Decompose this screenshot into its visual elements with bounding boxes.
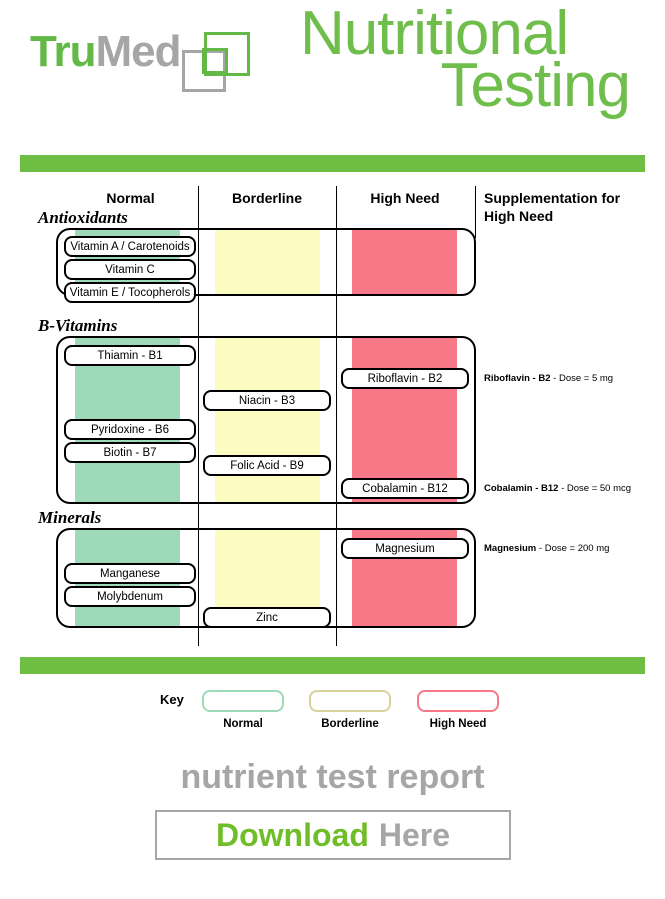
column-divider-3 (475, 186, 476, 238)
nutrient-pill-pyridoxine-b6[interactable]: Pyridoxine - B6 (64, 419, 196, 440)
nutrient-pill-vitamin-a[interactable]: Vitamin A / Carotenoids (64, 236, 196, 257)
logo-text-med: Med (95, 27, 181, 76)
column-divider-1 (198, 186, 199, 646)
supplementation-dose-riboflavin: - Dose = 5 mg (550, 373, 614, 384)
page-title: Nutritional Testing (300, 0, 631, 121)
supplementation-note-riboflavin: Riboflavin - B2 - Dose = 5 mg (484, 373, 613, 384)
nutrient-pill-niacin-b3[interactable]: Niacin - B3 (203, 390, 331, 411)
nutrient-pill-riboflavin-b2[interactable]: Riboflavin - B2 (341, 368, 469, 389)
column-divider-2 (336, 186, 337, 646)
status-band-borderline-antioxidants (215, 228, 320, 296)
supplementation-note-cobalamin: Cobalamin - B12 - Dose = 50 mcg (484, 483, 631, 494)
nutrient-pill-cobalamin-b12[interactable]: Cobalamin - B12 (341, 478, 469, 499)
supplementation-nutrient-magnesium: Magnesium (484, 543, 537, 554)
legend: Key Normal Borderline High Need (0, 690, 665, 750)
nutrient-status-chart: Normal Borderline High Need Supplementat… (0, 178, 665, 648)
nutrient-pill-vitamin-c[interactable]: Vitamin C (64, 259, 196, 280)
nutrient-pill-folic-acid-b9[interactable]: Folic Acid - B9 (203, 455, 331, 476)
logo-square-green-icon (204, 32, 251, 76)
nutrient-pill-magnesium[interactable]: Magnesium (341, 538, 469, 559)
nutrient-pill-vitamin-e[interactable]: Vitamin E / Tocopherols (64, 282, 196, 303)
nutrient-pill-biotin-b7[interactable]: Biotin - B7 (64, 442, 196, 463)
status-band-high-need-bvitamins (352, 336, 457, 504)
footer-title: nutrient test report (180, 758, 485, 796)
legend-swatch-normal (202, 690, 284, 712)
column-header-normal: Normal (106, 190, 155, 206)
supplementation-note-magnesium: Magnesium - Dose = 200 mg (484, 543, 609, 554)
column-header-borderline: Borderline (231, 190, 302, 206)
page-header: TruMed Nutritional Testing (0, 0, 665, 150)
logo-wordmark: TruMed (30, 27, 181, 76)
section-container-antioxidants (56, 228, 476, 296)
page-footer: nutrient test report Download Here (0, 758, 665, 878)
page-title-line-2: Testing (440, 51, 631, 121)
legend-caption-normal: Normal (223, 718, 263, 730)
legend-swatch-high-need (417, 690, 499, 712)
nutrient-pill-manganese[interactable]: Manganese (64, 563, 196, 584)
legend-caption-high-need: High Need (429, 718, 487, 730)
page-title-line-1: Nutritional (300, 0, 569, 68)
logo-square-inner-icon (202, 48, 229, 74)
column-header-high-need: High Need (370, 190, 440, 206)
supplementation-nutrient-riboflavin: Riboflavin - B2 (484, 373, 551, 384)
download-button-target-label: Here (378, 816, 451, 853)
logo-squares-icon (182, 32, 254, 94)
nutrient-pill-zinc[interactable]: Zinc (203, 607, 331, 628)
supplementation-dose-cobalamin: - Dose = 50 mcg (558, 483, 632, 494)
supplementation-dose-magnesium: - Dose = 200 mg (536, 543, 610, 554)
status-band-high-need-antioxidants (352, 228, 457, 296)
section-label-minerals: Minerals (38, 508, 102, 527)
section-label-antioxidants: Antioxidants (38, 208, 128, 227)
legend-caption-borderline: Borderline (321, 718, 379, 730)
trumed-logo: TruMed (30, 28, 254, 94)
section-label-bvitamins: B-Vitamins (38, 316, 118, 335)
nutrient-pill-thiamin-b1[interactable]: Thiamin - B1 (64, 345, 196, 366)
divider-rule-bottom (20, 657, 645, 674)
section-container-bvitamins (56, 336, 476, 504)
nutrient-pill-molybdenum[interactable]: Molybdenum (64, 586, 196, 607)
supplementation-nutrient-cobalamin: Cobalamin - B12 (484, 483, 559, 494)
download-report-button[interactable]: Download Here (155, 810, 511, 860)
logo-text-tru: Tru (30, 27, 96, 76)
legend-label: Key (160, 692, 184, 707)
divider-rule-top (20, 155, 645, 172)
legend-swatch-borderline (309, 690, 391, 712)
column-header-supplementation: Supplementation for High Need (484, 190, 621, 224)
download-button-action-label: Download (215, 816, 369, 853)
status-band-borderline-bvitamins (215, 336, 320, 504)
